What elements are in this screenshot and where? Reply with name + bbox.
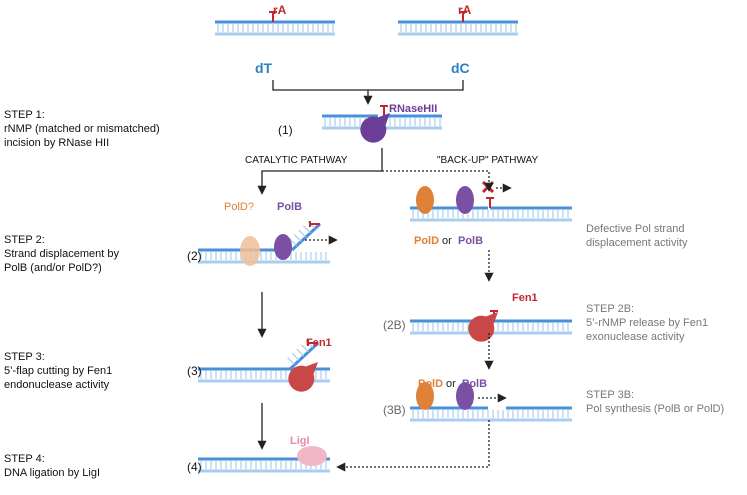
or-label-3b: or [446, 378, 456, 390]
fen1-shape-step3 [288, 362, 318, 392]
block-x-icon [481, 180, 495, 194]
pold-shape-backup [416, 186, 434, 214]
3b-to-step4-arrow [336, 420, 490, 472]
step2-number: (2) [187, 249, 202, 263]
base-pairs [200, 252, 327, 260]
duplex-defective [410, 206, 572, 222]
polb-label-3b: PolB [462, 378, 487, 390]
flap-step3 [287, 340, 320, 371]
backup-arrow [382, 170, 494, 192]
ribo-mark-defective [486, 197, 494, 208]
step4-number: (4) [187, 460, 202, 474]
step3b-text: STEP 3B: Pol synthesis (PolB or PolD) [586, 389, 725, 415]
pold-shape-3b [416, 382, 434, 410]
base-pairs [412, 410, 569, 418]
flap-bases [287, 340, 314, 366]
pold-faint-shape [240, 236, 260, 266]
fen1-shape-2b [468, 312, 498, 342]
pold-label-backup: PolD [414, 235, 439, 247]
base-pairs [412, 210, 569, 218]
rnase-label: RNaseHII [389, 103, 437, 115]
or-label-backup: or [442, 235, 452, 247]
base-label-dt: dT [255, 60, 273, 76]
ribo-mark-dt [269, 11, 277, 22]
fen1-label-2b: Fen1 [512, 292, 538, 304]
step3-text: STEP 3: 5’-flap cutting by Fen1 endonucl… [4, 351, 113, 391]
ligi-label: LigI [290, 435, 310, 447]
flap-strand [288, 341, 320, 371]
ribo-label-right: rA [458, 3, 472, 17]
pold-question-label: PolD? [224, 201, 254, 213]
flap-step2 [289, 221, 322, 252]
backup-pathway-label: "BACK-UP" PATHWAY [437, 155, 539, 166]
fen1-label-step3: Fen1 [306, 337, 332, 349]
polb-label-backup: PolB [458, 235, 483, 247]
polb-shape-step2 [274, 234, 292, 260]
ribo-mark-dc [459, 11, 467, 22]
catalytic-arrow [257, 160, 383, 195]
polb-shape-3b [456, 382, 474, 410]
step1-text: STEP 1: rNMP (matched or mismatched) inc… [4, 109, 160, 149]
duplex-step3b [410, 406, 572, 422]
merge-arrow [272, 80, 464, 103]
step2b-number: (2B) [383, 318, 406, 332]
polb-shape-backup [456, 186, 474, 214]
step2b-text: STEP 2B: 5’-rNMP release by Fen1 exonucl… [586, 303, 709, 343]
step1-number: (1) [278, 123, 293, 137]
flap-strand [290, 222, 322, 252]
base-label-dc: dC [451, 60, 470, 76]
ribo-label-left: rA [273, 3, 287, 17]
duplex-step2 [198, 248, 330, 264]
rnase-hii-shape [360, 113, 390, 143]
base-pairs [400, 24, 517, 32]
ribo-mark-step1 [380, 105, 388, 116]
step2-text: STEP 2: Strand displacement by PolB (and… [4, 234, 119, 274]
duplex-dc [398, 20, 518, 36]
base-pairs [217, 24, 334, 32]
flap-bases [289, 221, 316, 247]
duplex-dt [215, 20, 335, 36]
catalytic-pathway-label: CATALYTIC PATHWAY [245, 155, 348, 166]
step3b-number: (3B) [383, 403, 406, 417]
polb-label-step2: PolB [277, 201, 302, 213]
ligi-shape [297, 446, 327, 466]
step4-text: STEP 4: DNA ligation by LigI [4, 453, 100, 479]
pold-label-3b: PolD [418, 378, 443, 390]
defective-pol-text: Defective Pol strand displacement activi… [586, 223, 688, 249]
step3-number: (3) [187, 364, 202, 378]
